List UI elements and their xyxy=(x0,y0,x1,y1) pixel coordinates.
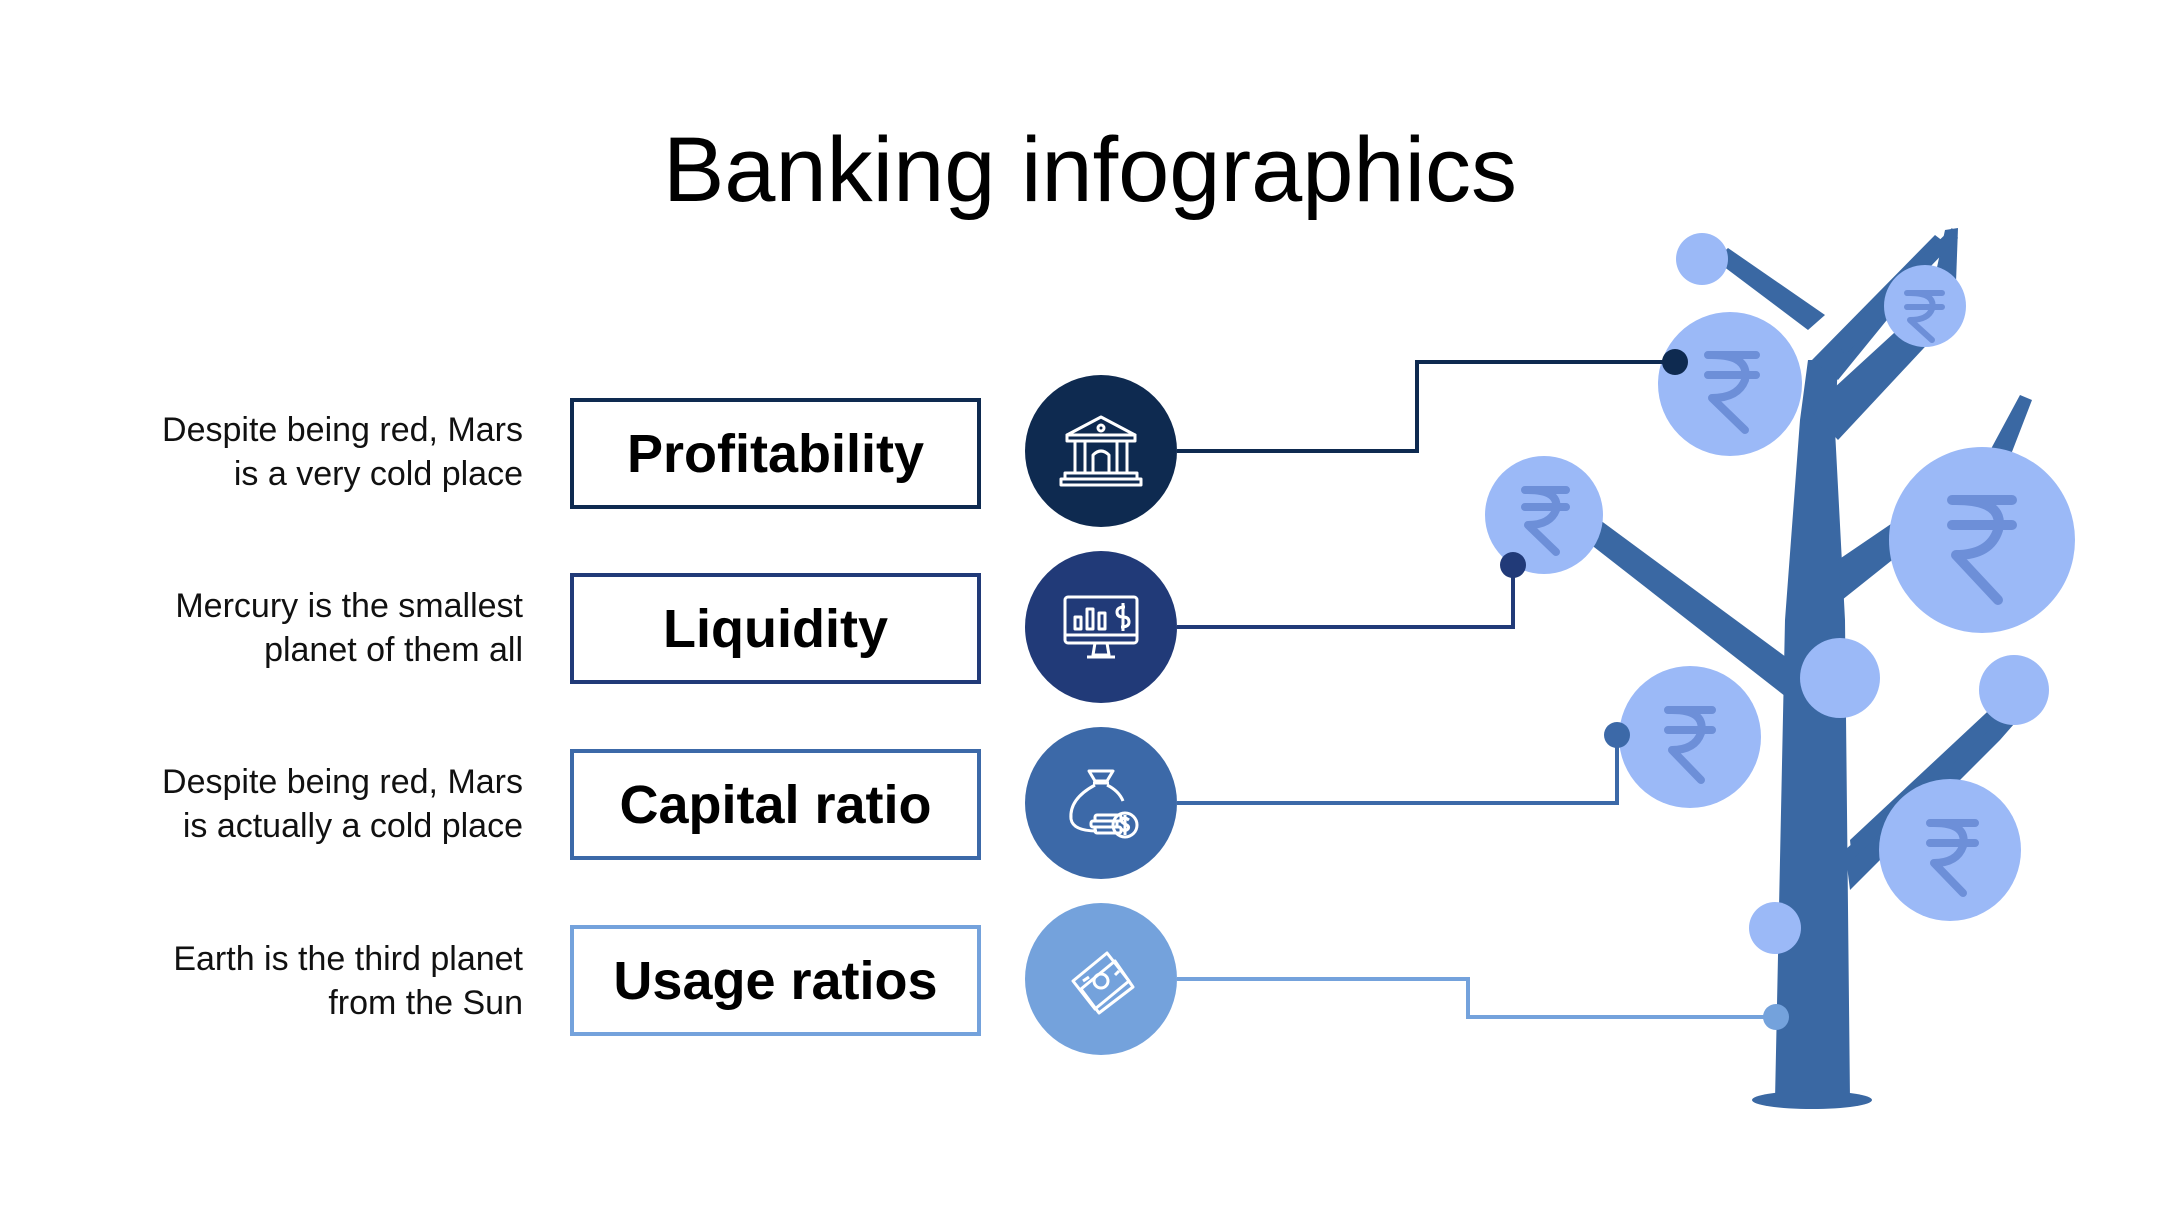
label-capital-ratio: Capital ratio xyxy=(619,774,932,835)
description-line: Mercury is the smallest xyxy=(175,587,523,625)
money-tree-icon xyxy=(1485,228,2075,1109)
connector-profitability xyxy=(1177,360,1675,453)
connector-liquidity xyxy=(1177,565,1515,629)
description-line: is a very cold place xyxy=(233,455,523,493)
description-line: Despite being red, Mars xyxy=(162,411,523,449)
label-box-usage-ratios: Usage ratios xyxy=(570,925,981,1036)
label-usage-ratios: Usage ratios xyxy=(613,950,938,1011)
description-profitability: Despite being red, Mars is a very cold p… xyxy=(103,408,523,496)
connector-capital-ratio xyxy=(1177,735,1619,805)
description-usage-ratios: Earth is the third planet from the Sun xyxy=(103,937,523,1025)
icon-circle-liquidity xyxy=(1025,551,1177,703)
monitor-chart-icon xyxy=(1063,595,1139,659)
description-liquidity: Mercury is the smallest planet of them a… xyxy=(103,584,523,672)
description-line: planet of them all xyxy=(264,631,523,669)
icon-circle-usage-ratios xyxy=(1025,903,1177,1055)
cash-icon xyxy=(1071,951,1135,1015)
page-title: Banking infographics xyxy=(662,119,1518,221)
connector-usage-ratios xyxy=(1177,977,1776,1019)
description-line: from the Sun xyxy=(328,984,523,1022)
label-box-profitability: Profitability xyxy=(570,398,981,509)
money-bag-icon xyxy=(1069,769,1139,839)
description-line: is actually a cold place xyxy=(182,807,523,845)
description-line: Earth is the third planet xyxy=(173,940,523,978)
icon-circle-profitability xyxy=(1025,375,1177,527)
label-profitability: Profitability xyxy=(626,423,925,484)
icon-circle-capital-ratio xyxy=(1025,727,1177,879)
description-line: Despite being red, Mars xyxy=(162,763,523,801)
bank-icon xyxy=(1059,415,1143,487)
label-box-capital-ratio: Capital ratio xyxy=(570,749,981,860)
connector-lines xyxy=(1177,349,1789,1030)
description-capital-ratio: Despite being red, Mars is actually a co… xyxy=(103,760,523,848)
label-liquidity: Liquidity xyxy=(663,598,888,659)
label-box-liquidity: Liquidity xyxy=(570,573,981,684)
